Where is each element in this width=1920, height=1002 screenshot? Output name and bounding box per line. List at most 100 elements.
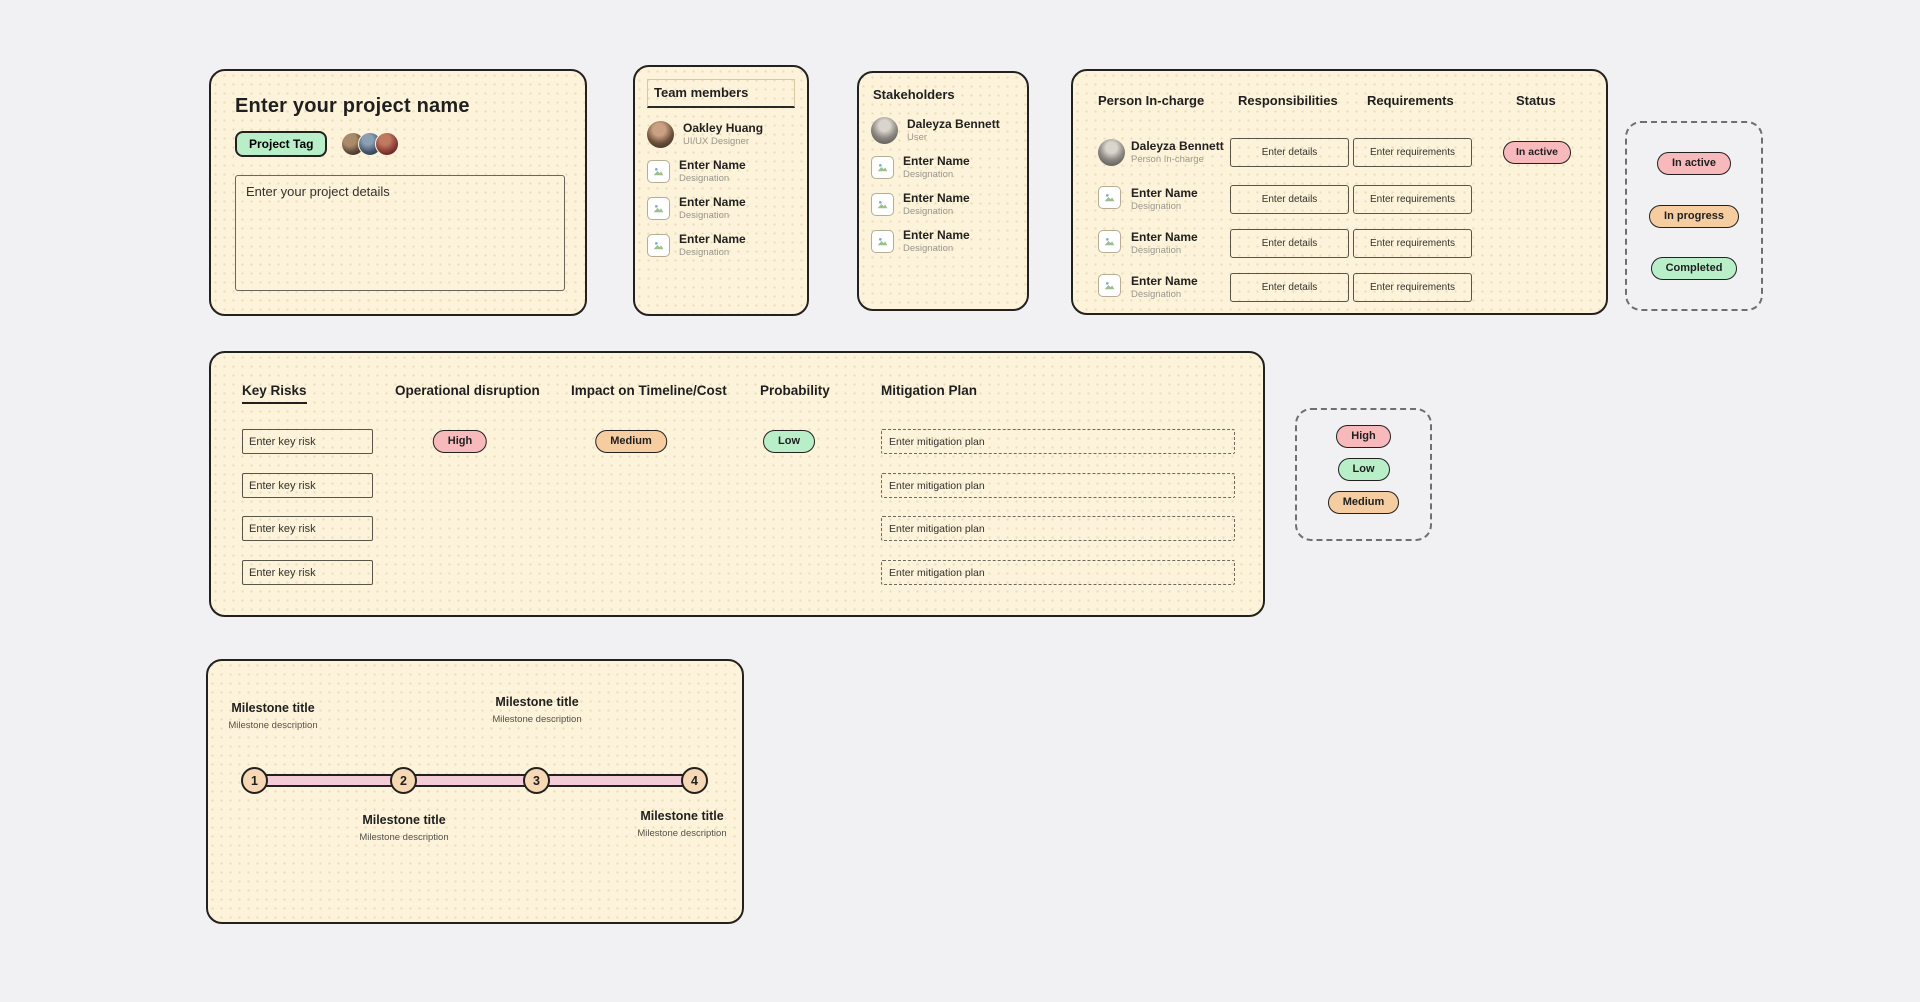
milestone-node-3[interactable]: 3: [523, 767, 550, 794]
member-designation[interactable]: Designation: [903, 205, 954, 217]
key-risks-label: Key Risks: [242, 383, 307, 404]
member-designation[interactable]: UI/UX Designer: [683, 135, 749, 147]
member-designation[interactable]: Designation: [1131, 245, 1182, 256]
member-designation[interactable]: Designation: [1131, 289, 1182, 300]
member-designation[interactable]: Designation: [903, 168, 954, 180]
milestone-node-4[interactable]: 4: [681, 767, 708, 794]
incharge-row: Enter Name Designation: [1073, 182, 1606, 218]
column-header-requirements: Requirements: [1367, 93, 1454, 108]
member-info: Daleyza Bennett User: [907, 117, 1000, 144]
team-members-card: Team members Oakley Huang UI/UX Designer…: [633, 65, 809, 316]
milestone-title[interactable]: Milestone title: [362, 813, 446, 827]
severity-chip-low[interactable]: Low: [1337, 458, 1390, 481]
member-designation[interactable]: User: [907, 131, 928, 143]
image-placeholder-icon[interactable]: [871, 193, 894, 216]
status-badge[interactable]: In active: [1503, 141, 1572, 164]
team-member-row: Enter Name Designation: [647, 153, 795, 190]
project-details-input[interactable]: [235, 175, 565, 291]
requirements-input[interactable]: [1353, 185, 1472, 214]
member-name[interactable]: Enter Name: [903, 227, 970, 242]
requirements-input[interactable]: [1353, 229, 1472, 258]
image-placeholder-icon[interactable]: [871, 230, 894, 253]
image-placeholder-icon[interactable]: [1098, 274, 1121, 297]
member-designation[interactable]: Designation: [679, 246, 730, 258]
member-name[interactable]: Enter Name: [1131, 274, 1198, 288]
milestone-title[interactable]: Milestone title: [231, 701, 315, 715]
member-name[interactable]: Enter Name: [679, 157, 746, 172]
mitigation-plan-input[interactable]: [881, 516, 1235, 541]
severity-legend: High Low Medium: [1295, 408, 1432, 541]
status-chip-in-progress[interactable]: In progress: [1649, 204, 1739, 228]
key-risk-input[interactable]: [242, 473, 373, 498]
operational-badge[interactable]: High: [432, 430, 488, 453]
image-placeholder-icon[interactable]: [1098, 230, 1121, 253]
status-chip-completed[interactable]: Completed: [1650, 256, 1738, 280]
person-incharge-card: Person In-charge Responsibilities Requir…: [1071, 69, 1608, 315]
member-designation[interactable]: Designation: [903, 242, 954, 254]
member-name[interactable]: Enter Name: [1131, 230, 1198, 244]
responsibilities-input[interactable]: [1230, 185, 1349, 214]
avatar: [375, 132, 400, 156]
member-designation[interactable]: Person In-charge: [1131, 154, 1204, 165]
project-tag-button[interactable]: Project Tag: [235, 131, 328, 157]
requirements-input[interactable]: [1353, 273, 1472, 302]
milestone-description[interactable]: Milestone description: [637, 828, 727, 839]
member-designation[interactable]: Designation: [679, 172, 730, 184]
mitigation-plan-input[interactable]: [881, 473, 1235, 498]
severity-chip-medium[interactable]: Medium: [1327, 491, 1400, 514]
milestone-description[interactable]: Milestone description: [228, 720, 318, 731]
member-designation[interactable]: Designation: [1131, 201, 1182, 212]
milestone-title[interactable]: Milestone title: [640, 809, 724, 823]
project-overview-card: Enter your project name Project Tag: [209, 69, 587, 316]
member-name[interactable]: Enter Name: [679, 194, 746, 209]
member-info: Daleyza Bennett Person In-charge: [1131, 139, 1224, 166]
responsibilities-input[interactable]: [1230, 273, 1349, 302]
member-name[interactable]: Enter Name: [1131, 186, 1198, 200]
stakeholder-row: Enter Name Designation: [871, 186, 1015, 223]
status-chip-in-active[interactable]: In active: [1656, 152, 1732, 176]
milestone-title[interactable]: Milestone title: [495, 695, 579, 709]
image-placeholder-icon[interactable]: [647, 234, 670, 257]
image-placeholder-icon[interactable]: [647, 160, 670, 183]
responsibilities-input[interactable]: [1230, 138, 1349, 167]
risk-row: [211, 560, 1263, 586]
member-name[interactable]: Daleyza Bennett: [907, 116, 1000, 131]
avatar-group[interactable]: [341, 132, 400, 156]
image-placeholder-icon[interactable]: [871, 156, 894, 179]
mitigation-plan-input[interactable]: [881, 560, 1235, 585]
member-info: Enter Name Designation: [903, 154, 970, 181]
member-info: Enter Name Designation: [903, 191, 970, 218]
milestone-node-2[interactable]: 2: [390, 767, 417, 794]
milestone-node-1[interactable]: 1: [241, 767, 268, 794]
severity-chip-high[interactable]: High: [1336, 425, 1391, 448]
column-header-operational: Operational disruption: [395, 383, 540, 398]
responsibilities-input[interactable]: [1230, 229, 1349, 258]
probability-badge[interactable]: Low: [763, 430, 815, 453]
impact-badge[interactable]: Medium: [595, 430, 667, 453]
key-risk-input[interactable]: [242, 516, 373, 541]
milestone-description[interactable]: Milestone description: [492, 714, 582, 725]
key-risk-input[interactable]: [242, 429, 373, 454]
member-designation[interactable]: Designation: [679, 209, 730, 221]
member-name[interactable]: Daleyza Bennett: [1131, 139, 1224, 153]
member-name[interactable]: Oakley Huang: [683, 120, 764, 135]
requirements-input[interactable]: [1353, 138, 1472, 167]
member-name[interactable]: Enter Name: [903, 190, 970, 205]
avatar: [1098, 139, 1125, 166]
image-placeholder-icon[interactable]: [1098, 186, 1121, 209]
milestone-description[interactable]: Milestone description: [359, 832, 449, 843]
key-risk-input[interactable]: [242, 560, 373, 585]
avatar: [647, 121, 674, 148]
image-placeholder-icon[interactable]: [647, 197, 670, 220]
member-name[interactable]: Enter Name: [679, 231, 746, 246]
mitigation-plan-input[interactable]: [881, 429, 1235, 454]
stakeholders-list: Daleyza Bennett User Enter Name Designat…: [859, 104, 1027, 260]
stakeholders-title[interactable]: Stakeholders: [873, 87, 955, 102]
member-name[interactable]: Enter Name: [903, 153, 970, 168]
stakeholder-row: Enter Name Designation: [871, 149, 1015, 186]
project-name-title[interactable]: Enter your project name: [235, 95, 470, 117]
milestone-block-3: Milestone title Milestone description: [472, 695, 602, 725]
stakeholder-row: Enter Name Designation: [871, 223, 1015, 260]
team-members-title[interactable]: Team members: [647, 79, 795, 108]
